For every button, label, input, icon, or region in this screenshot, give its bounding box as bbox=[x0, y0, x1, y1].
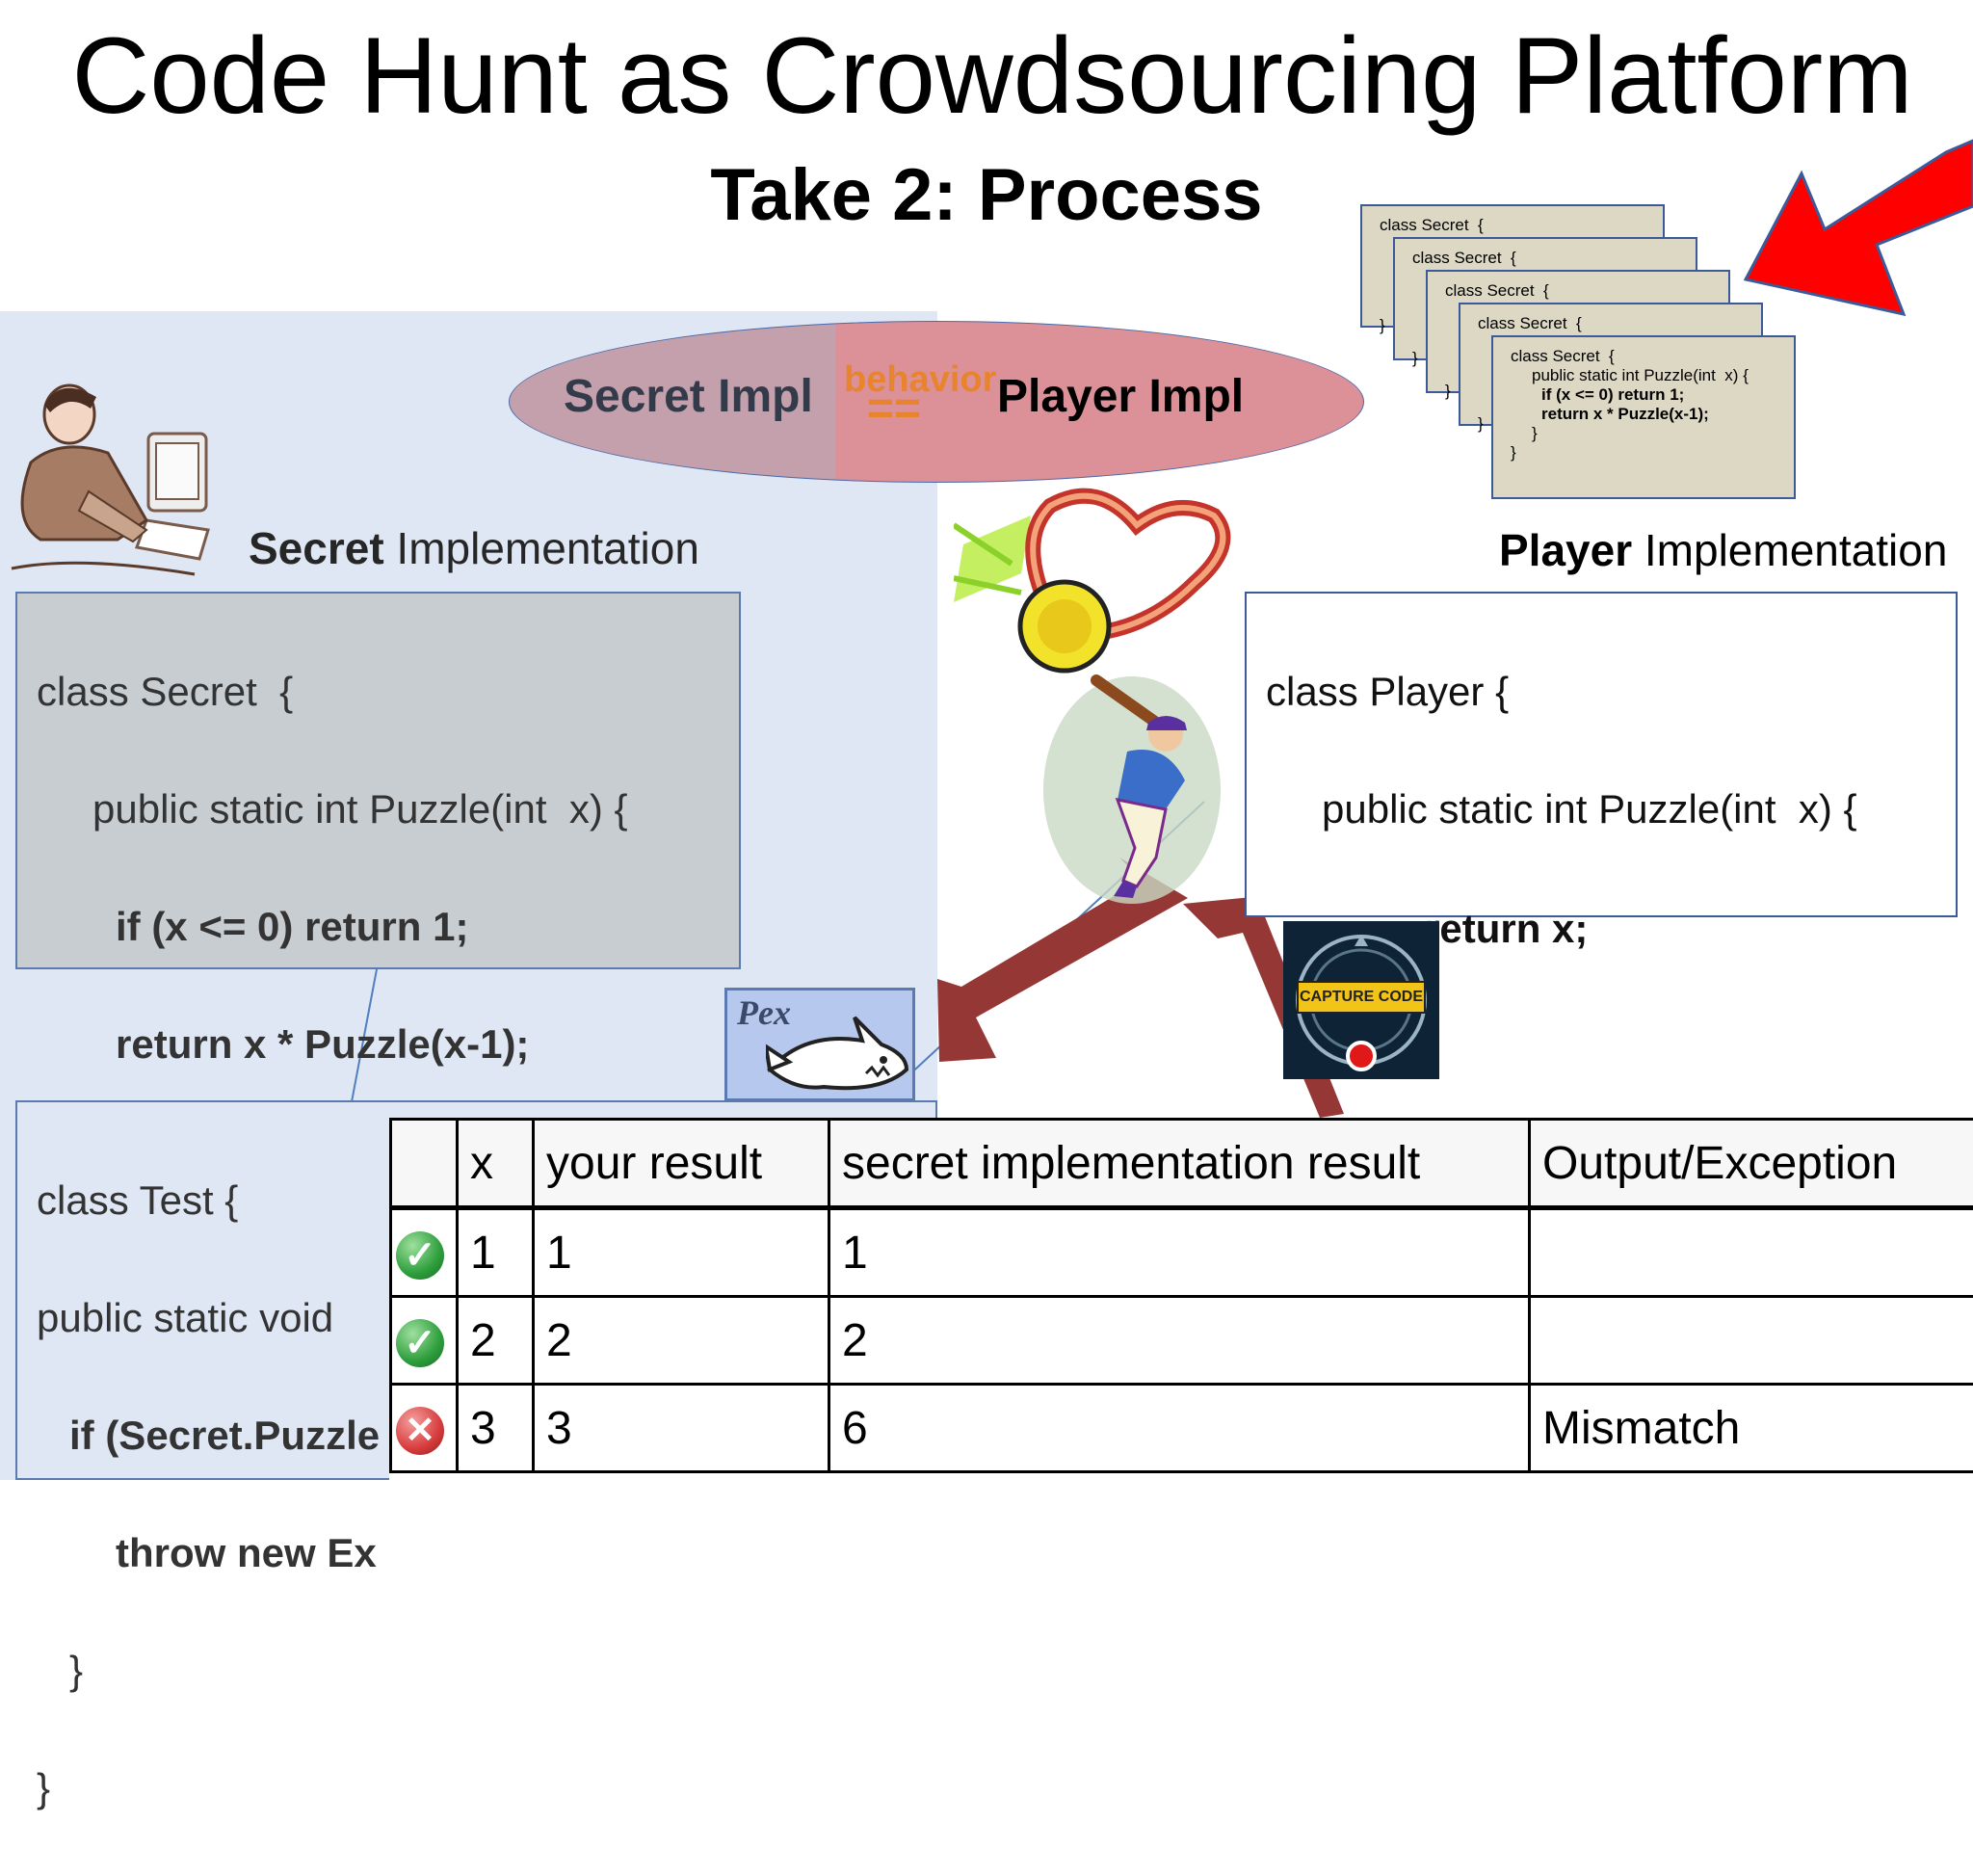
secret-impl-label: Secret Impl bbox=[564, 370, 813, 423]
capture-code-badge: CAPTURE CODE bbox=[1283, 921, 1439, 1079]
code-line: return x * Puzzle(x-1); bbox=[37, 1015, 720, 1073]
code-line: if (x <= 0) return 1; bbox=[37, 897, 720, 956]
behavior-ellipse: Secret Impl Player Impl bbox=[509, 321, 1364, 483]
table-row[interactable]: ✓ 1 1 1 bbox=[391, 1208, 1973, 1297]
check-icon: ✓ bbox=[396, 1319, 444, 1367]
column-header-your-result: your result bbox=[534, 1120, 829, 1208]
status-cell: ✓ bbox=[391, 1208, 458, 1297]
table-row[interactable]: ✓ 2 2 2 bbox=[391, 1297, 1973, 1385]
code-line: class Player { bbox=[1266, 662, 1936, 721]
status-cell: ✓ bbox=[391, 1297, 458, 1385]
your-result-cell: 1 bbox=[534, 1208, 829, 1297]
output-cell bbox=[1530, 1297, 1973, 1385]
secret-card-front: class Secret {public static int Puzzle(i… bbox=[1491, 335, 1796, 499]
red-arrow-icon bbox=[1734, 135, 1973, 328]
column-header-x: x bbox=[458, 1120, 534, 1208]
equals-label: == bbox=[867, 383, 921, 436]
secret-result-cell: 1 bbox=[829, 1208, 1530, 1297]
secret-result-cell: 2 bbox=[829, 1297, 1530, 1385]
output-cell bbox=[1530, 1208, 1973, 1297]
check-icon: ✓ bbox=[396, 1231, 444, 1280]
shark-icon bbox=[766, 1012, 910, 1098]
x-cell: 3 bbox=[458, 1385, 534, 1472]
batter-clipart-icon bbox=[1021, 674, 1243, 906]
code-line: public static int Puzzle(int x) { bbox=[37, 779, 720, 838]
your-result-cell: 3 bbox=[534, 1385, 829, 1472]
pex-logo: Pex bbox=[724, 988, 915, 1101]
x-cell: 2 bbox=[458, 1297, 534, 1385]
code-line: } bbox=[37, 1758, 916, 1817]
status-cell: ✕ bbox=[391, 1385, 458, 1472]
medal-clipart-icon bbox=[954, 487, 1238, 679]
developer-clipart-icon bbox=[2, 376, 216, 580]
player-code-box: class Player { public static int Puzzle(… bbox=[1245, 592, 1958, 917]
player-impl-label: Player Impl bbox=[997, 370, 1244, 423]
column-header-status bbox=[391, 1120, 458, 1208]
output-cell: Mismatch bbox=[1530, 1385, 1973, 1472]
secret-implementation-heading: Secret Implementation bbox=[249, 522, 699, 574]
code-line: public static int Puzzle(int x) { bbox=[1266, 779, 1936, 838]
secret-code-box: class Secret { public static int Puzzle(… bbox=[15, 592, 741, 969]
error-icon: ✕ bbox=[396, 1407, 444, 1455]
secret-result-cell: 6 bbox=[829, 1385, 1530, 1472]
table-header-row: x your result secret implementation resu… bbox=[391, 1120, 1973, 1208]
results-table: x your result secret implementation resu… bbox=[389, 1118, 1973, 1480]
code-line: throw new Ex bbox=[37, 1523, 916, 1582]
code-line: } bbox=[37, 1641, 916, 1700]
column-header-secret-result: secret implementation result bbox=[829, 1120, 1530, 1208]
code-line: class Secret { bbox=[37, 662, 720, 721]
table-row[interactable]: ✕ 3 3 6 Mismatch bbox=[391, 1385, 1973, 1472]
player-implementation-heading: Player Implementation bbox=[1499, 524, 1947, 576]
your-result-cell: 2 bbox=[534, 1297, 829, 1385]
column-header-output: Output/Exception bbox=[1530, 1120, 1973, 1208]
x-cell: 1 bbox=[458, 1208, 534, 1297]
